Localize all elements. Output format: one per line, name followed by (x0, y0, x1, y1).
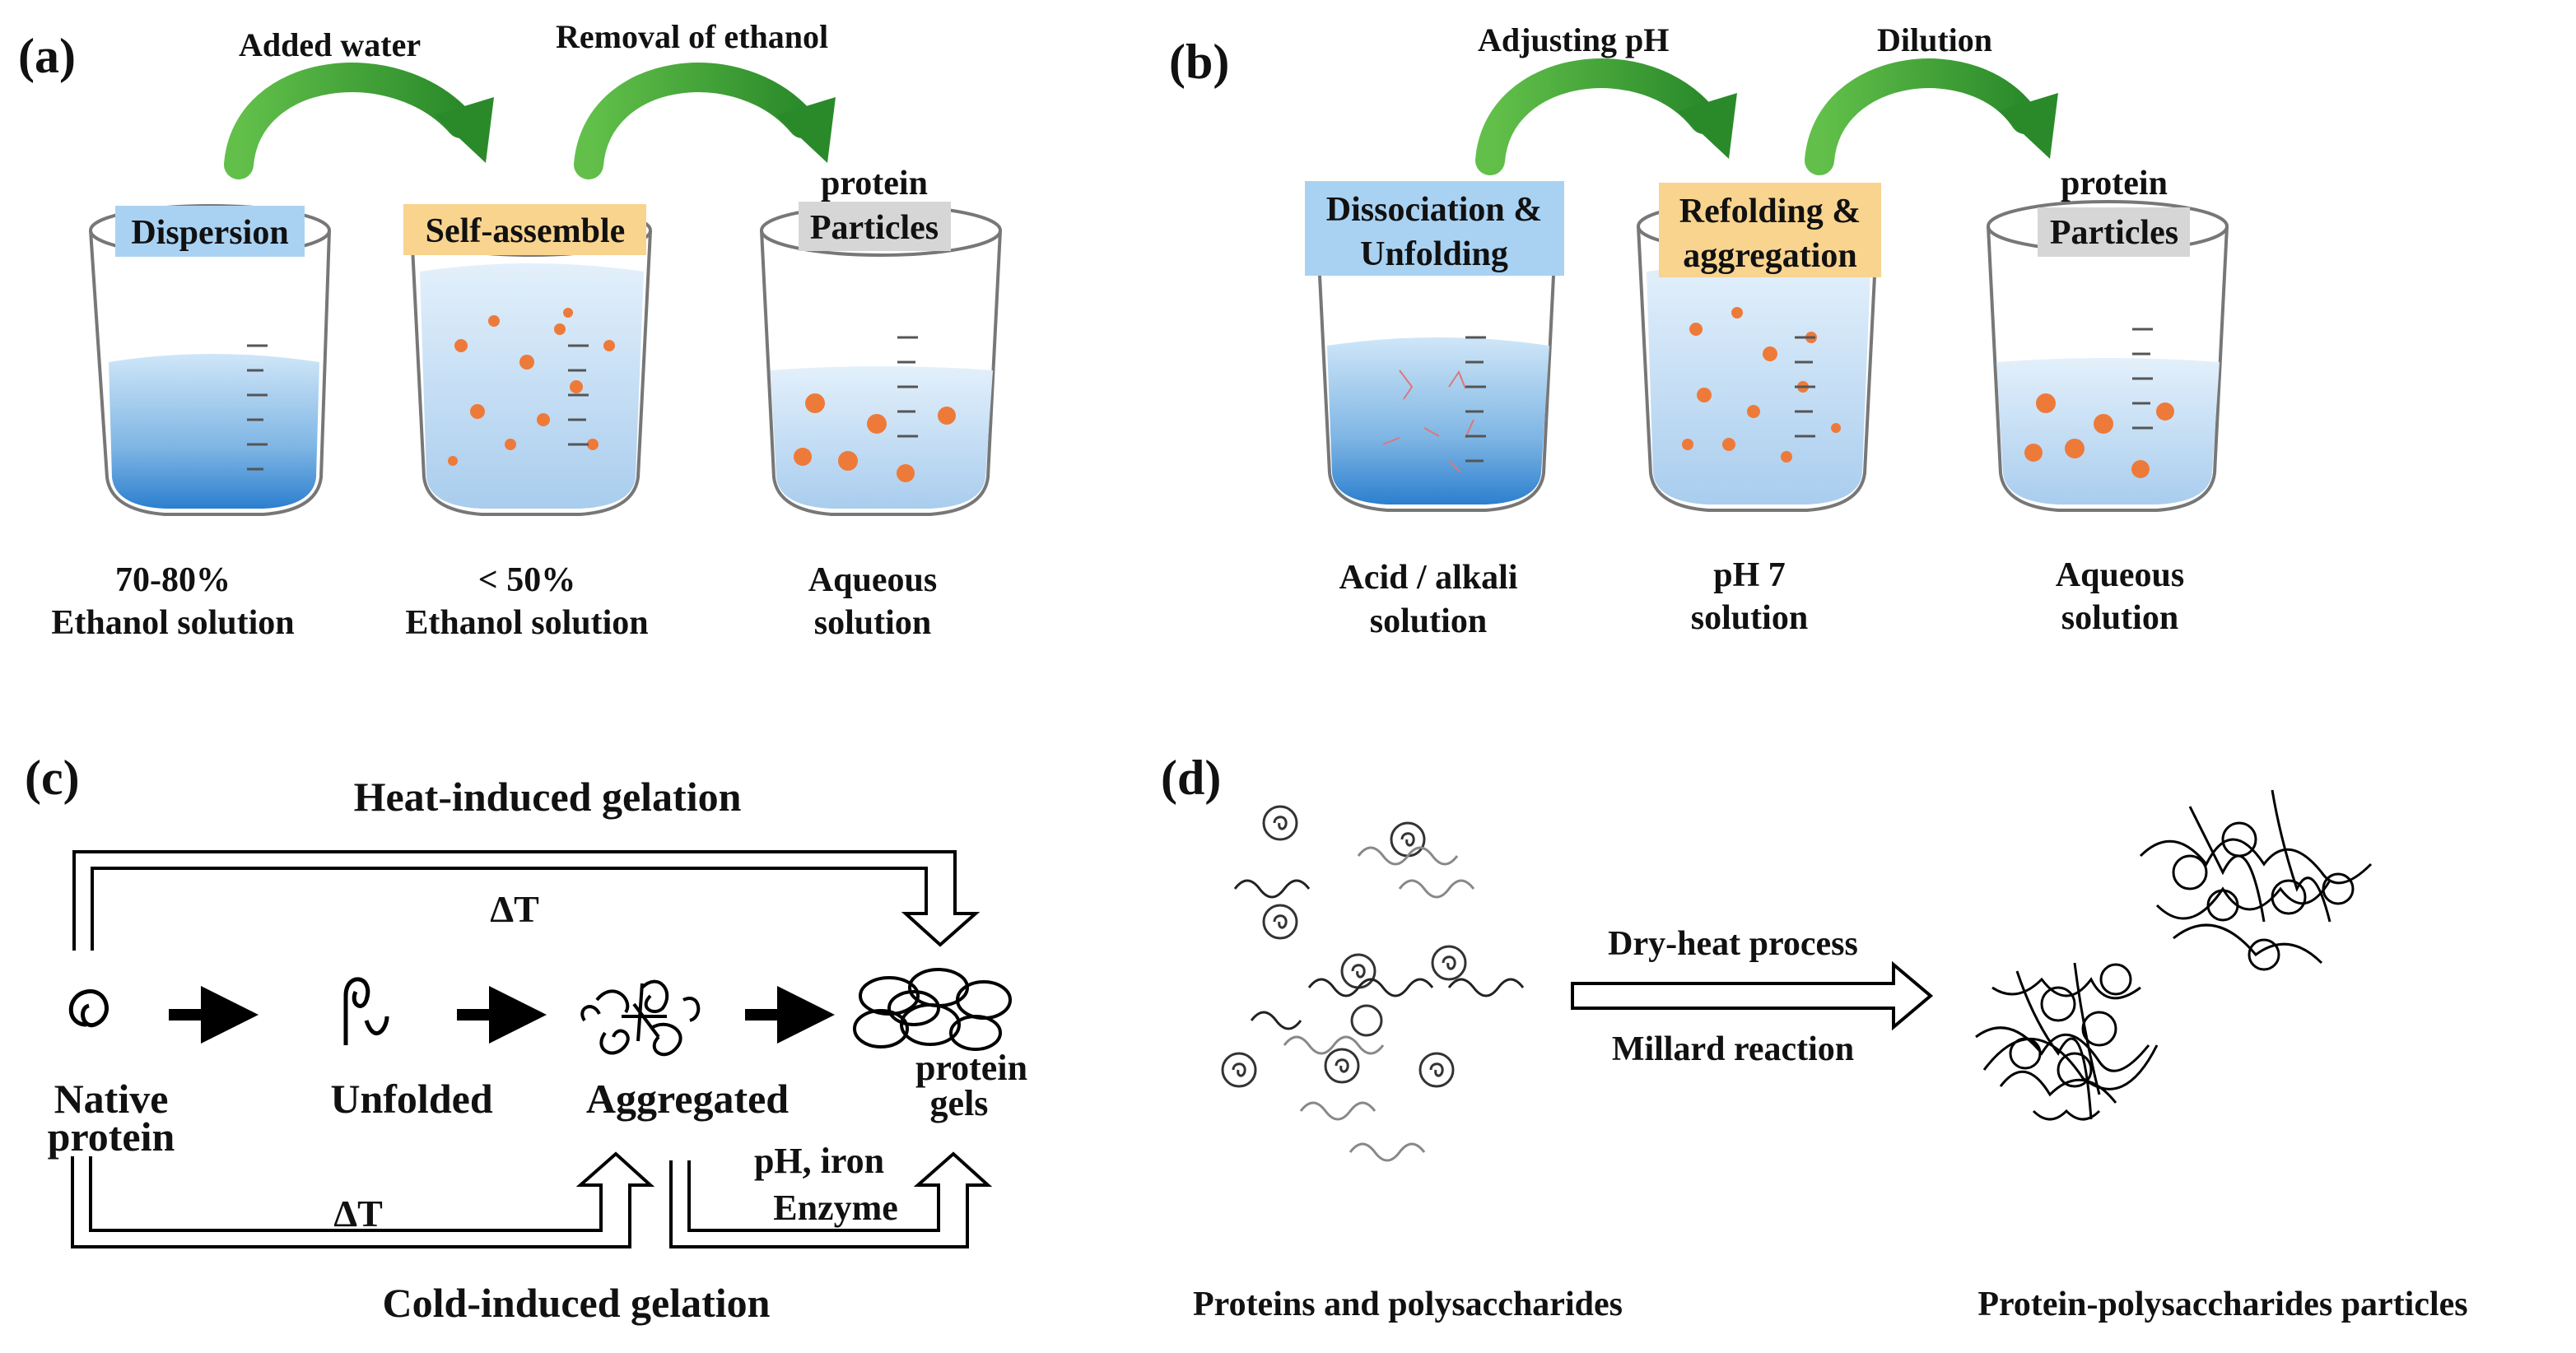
millard-label: Millard reaction (1612, 1030, 1854, 1068)
caption: solution (1691, 599, 1808, 637)
caption: Ethanol solution (405, 604, 648, 642)
protein-polysaccharide-mixture-icon (1221, 805, 1525, 1162)
tag-background (2038, 207, 2190, 257)
panel-c: (c) Heat-induced gelation ΔT Native prot… (25, 751, 1027, 1326)
caption: 70-80% (115, 561, 231, 599)
arrow-label-added-water: Added water (239, 26, 421, 63)
hollow-arrow-icon (1571, 960, 1934, 1031)
unfolded-protein-icon (343, 977, 389, 1045)
beaker-icon (410, 204, 652, 516)
beaker-tag: Dissociation & (1326, 191, 1543, 229)
aggregated-label: Aggregated (586, 1076, 789, 1122)
caption: Aqueous (808, 561, 937, 599)
caption: Acid / alkali (1339, 559, 1517, 597)
native-label: protein (48, 1114, 175, 1160)
tag-background (1659, 183, 1881, 277)
native-label: Native (54, 1076, 169, 1122)
panel-b-label: (b) (1169, 35, 1229, 89)
right-caption: Protein-polysaccharides particles (1977, 1286, 2467, 1323)
green-arrow-icon (1475, 58, 1737, 175)
panel-c-label: (c) (25, 751, 80, 805)
dry-heat-label: Dry-heat process (1608, 925, 1858, 963)
panel-b: (b) Adjusting pH Dilution (1169, 21, 2229, 640)
caption: solution (1370, 602, 1487, 640)
delta-t-bottom: ΔT (333, 1193, 383, 1234)
cold-induced-title: Cold-induced gelation (383, 1280, 771, 1326)
caption: Aqueous (2056, 556, 2184, 594)
panel-d-label: (d) (1161, 751, 1221, 805)
native-protein-icon (68, 989, 109, 1028)
left-caption: Proteins and polysaccharides (1193, 1286, 1623, 1323)
enzyme-label: Enzyme (773, 1188, 898, 1228)
beaker-tag: Refolding & (1679, 193, 1861, 230)
beaker-tag-self-assemble: Self-assemble (426, 212, 626, 250)
tag-background (1305, 181, 1564, 276)
green-arrow-icon (224, 63, 494, 179)
beaker-tag: aggregation (1683, 237, 1857, 275)
beaker-tag-dispersion: Dispersion (131, 214, 288, 252)
hollow-arrow-icon (669, 1151, 993, 1248)
beaker-icon (1987, 200, 2229, 512)
beaker-tag: Unfolding (1360, 235, 1508, 273)
arrow-label-dilution: Dilution (1877, 21, 1992, 58)
hollow-arrow-icon (71, 1151, 655, 1248)
delta-t-top: ΔT (490, 888, 539, 930)
beaker-tag-particles: Particles (810, 209, 939, 247)
green-arrow-icon (1805, 58, 2058, 175)
protein-gels-icon (853, 968, 1012, 1051)
unfolded-label: Unfolded (330, 1076, 492, 1122)
caption: < 50% (478, 561, 575, 599)
tag-background (115, 206, 305, 257)
green-arrow-icon (574, 63, 836, 179)
ph-iron-label: pH, iron (754, 1141, 884, 1181)
heat-induced-title: Heat-induced gelation (354, 774, 742, 820)
protein-polysaccharide-particle-icon (2139, 789, 2373, 971)
gels-label: protein (915, 1048, 1027, 1088)
caption: solution (2061, 599, 2178, 637)
tag-background (799, 202, 951, 251)
beaker-icon (760, 204, 1002, 516)
protein-polysaccharide-particle-icon (1975, 962, 2159, 1121)
panel-d: (d) (1161, 751, 2468, 1323)
tag-background (403, 204, 646, 255)
beaker-tag-particles: Particles (2050, 214, 2178, 252)
panel-a: (a) Added water Removal of ethanol Dispe… (18, 18, 1002, 642)
hollow-arrow-icon (72, 850, 981, 951)
beaker-icon (1637, 200, 1879, 512)
beaker-tag-protein: protein (821, 165, 928, 202)
gels-label: gels (930, 1083, 989, 1123)
arrow-label-removal-ethanol: Removal of ethanol (556, 18, 828, 55)
aggregated-protein-icon (580, 979, 701, 1057)
arrow-label-adjusting-ph: Adjusting pH (1478, 21, 1669, 58)
caption: solution (814, 604, 931, 642)
beaker-tag-protein: protein (2061, 165, 2168, 202)
panel-a-label: (a) (18, 29, 76, 83)
caption: pH 7 (1713, 556, 1786, 594)
caption: Ethanol solution (51, 604, 294, 642)
